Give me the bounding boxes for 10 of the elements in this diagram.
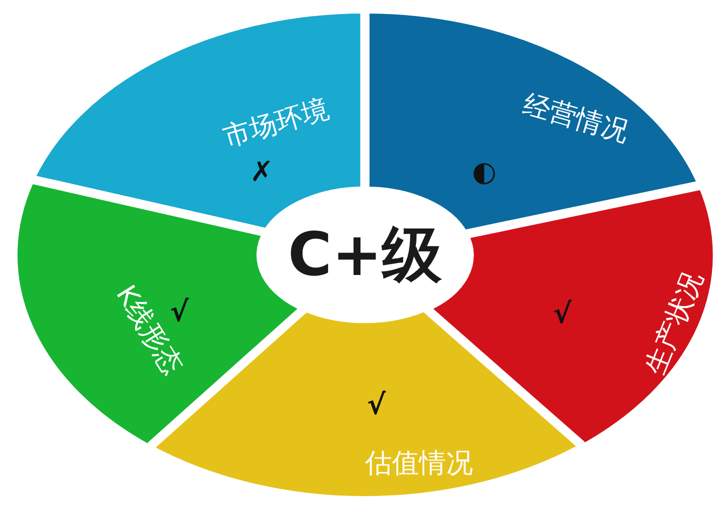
rating-mark: √ — [366, 388, 386, 421]
segment-label: 经营情况 — [519, 88, 633, 150]
rating-mark: ✗ — [250, 155, 274, 188]
rating-mark: √ — [170, 294, 189, 328]
grade-label: C+级 — [288, 218, 442, 292]
segment-label: 估值情况 — [364, 446, 473, 481]
rating-mark: ◐ — [472, 155, 496, 188]
rating-mark: √ — [552, 296, 572, 330]
segment-label: 市场环境 — [219, 92, 333, 156]
segment-label: 生产状况 — [638, 266, 710, 380]
